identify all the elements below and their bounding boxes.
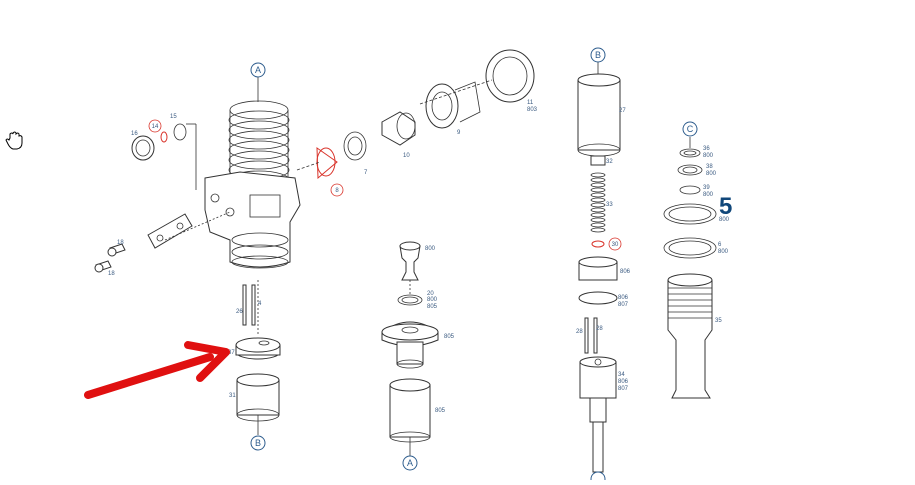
- part-label: 28: [576, 329, 583, 335]
- part-label: 35: [715, 318, 722, 324]
- part-labels: 14 15 16 18 18 8 7 10 9 11 803 26 4 37 3…: [108, 100, 730, 414]
- middle-parts-column: [381, 241, 439, 456]
- part-label: 11: [527, 100, 534, 106]
- part-label: 37: [228, 350, 235, 356]
- part-label: 33: [606, 202, 613, 208]
- part-label: 800: [427, 297, 438, 303]
- part-label: 38: [706, 164, 713, 170]
- part-label: 800: [706, 171, 717, 177]
- callout-a-top[interactable]: A: [250, 62, 266, 78]
- part-label: 8: [335, 188, 339, 194]
- part-label: 805: [435, 408, 446, 414]
- callout-partial-bottom: [590, 471, 606, 485]
- part-label: 803: [527, 107, 538, 113]
- svg-text:A: A: [255, 65, 261, 75]
- nut-parts-column: [663, 137, 717, 399]
- part-label: 15: [170, 114, 177, 120]
- part-label: 34: [618, 372, 625, 378]
- part-label: 800: [703, 192, 714, 198]
- part-label: 4: [258, 301, 262, 307]
- part-label: 806: [618, 295, 629, 301]
- part-label: 800: [718, 249, 729, 255]
- part-label: 806: [618, 379, 629, 385]
- part-label: 18: [108, 271, 115, 277]
- callout-b-top[interactable]: B: [590, 47, 606, 63]
- part-label: 32: [606, 159, 613, 165]
- part-label: 18: [117, 240, 124, 246]
- part-label: 16: [131, 131, 138, 137]
- hand-cursor-icon: [5, 131, 23, 150]
- part-label: 9: [457, 130, 461, 136]
- part-label: 36: [703, 146, 710, 152]
- part-label: 800: [719, 217, 730, 223]
- part-label: 805: [427, 304, 438, 310]
- svg-text:C: C: [687, 124, 694, 134]
- part-label: 14: [152, 124, 159, 130]
- part-label: 807: [618, 302, 629, 308]
- callout-c-top[interactable]: C: [682, 121, 698, 137]
- part-label: 10: [403, 153, 410, 159]
- red-pointer-arrow: [84, 341, 230, 399]
- part-label: 31: [229, 393, 236, 399]
- part-label: 806: [620, 269, 631, 275]
- part-label: 20: [427, 291, 434, 297]
- part-label: 30: [612, 242, 619, 248]
- part-label: 39: [703, 185, 710, 191]
- part-label: 26: [236, 309, 243, 315]
- svg-text:A: A: [407, 458, 413, 468]
- part-label: 800: [703, 153, 714, 159]
- svg-text:B: B: [255, 438, 261, 448]
- part-label: 6: [718, 242, 722, 248]
- nozzle-parts-column: [577, 62, 621, 473]
- part-label: 807: [618, 386, 629, 392]
- part-label: 805: [444, 334, 455, 340]
- part-label: 28: [596, 326, 603, 332]
- group-number[interactable]: 5: [719, 193, 732, 220]
- part-label: 7: [364, 170, 368, 176]
- part-label: 800: [425, 246, 436, 252]
- callout-b-bottom[interactable]: B: [250, 435, 266, 451]
- callout-a-bottom[interactable]: A: [402, 455, 418, 471]
- part-label: 27: [619, 108, 626, 114]
- svg-text:B: B: [595, 50, 601, 60]
- injector-main-assembly: [94, 49, 535, 435]
